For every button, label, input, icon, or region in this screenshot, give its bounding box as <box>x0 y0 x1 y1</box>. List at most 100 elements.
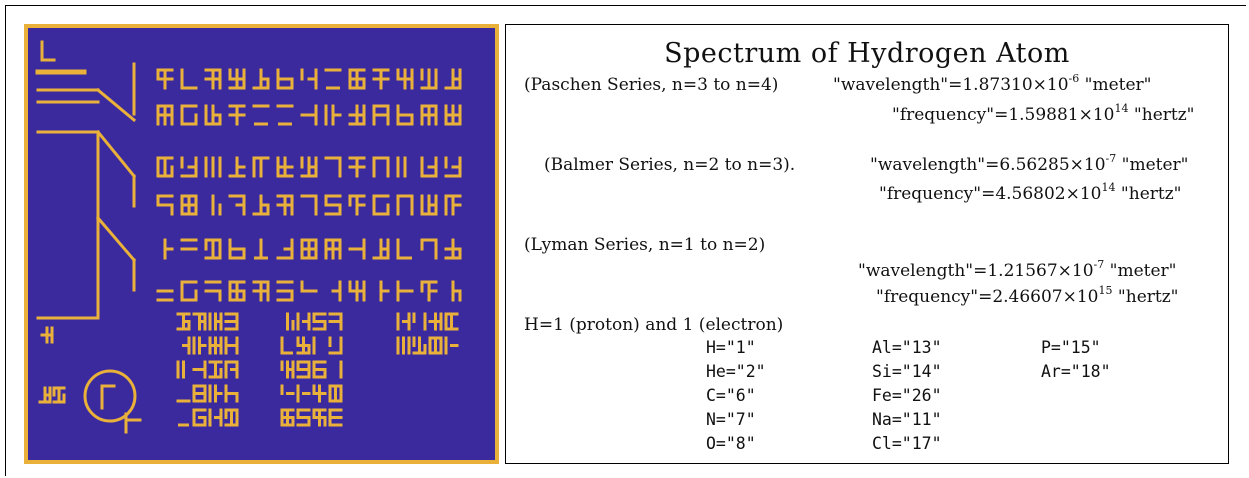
element-o: O="8" <box>706 434 756 453</box>
glyph-row2-13 <box>444 104 462 126</box>
glyph-row1-6 <box>276 68 294 90</box>
element-c: C="6" <box>706 386 756 405</box>
element-n: N="7" <box>706 410 756 429</box>
glyph-row6-11 <box>396 280 414 302</box>
glyph-row2-9 <box>348 104 366 126</box>
glyph-row3-9 <box>348 156 366 178</box>
glyph-row4-6 <box>276 194 294 216</box>
glyph-row3-1 <box>156 156 174 178</box>
glyph-row4-1 <box>156 194 174 216</box>
atom-circle-icon <box>83 369 137 423</box>
glyph-row1-2 <box>180 68 198 90</box>
glyph-row6-2 <box>180 280 198 302</box>
glyph-table-b0-1 <box>296 312 311 331</box>
glyph-row2-8 <box>324 104 342 126</box>
glyph-table-c0-0 <box>396 312 411 331</box>
glyph-row5-3 <box>204 238 222 260</box>
glyph-table-c0-1 <box>412 312 427 331</box>
series-name-lyman: (Lyman Series, n=1 to n=2) <box>524 235 766 255</box>
element-p: P="15" <box>1041 338 1101 357</box>
transition-diag-1 <box>95 87 137 123</box>
glyph-row1-13 <box>444 68 462 90</box>
glyph-row1-9 <box>348 68 366 90</box>
atom-note: H=1 (proton) and 1 (electron) <box>524 315 784 335</box>
glyph-table-b3-1 <box>296 384 311 403</box>
glyph-table-b4-0 <box>280 408 295 427</box>
glyph-illustration <box>35 40 462 434</box>
glyph-table-a3-1 <box>192 384 207 403</box>
glyph-row1-8 <box>324 68 342 90</box>
glyph-row2-11 <box>396 104 414 126</box>
glyph-row3-4 <box>228 156 246 178</box>
wavelength-lyman: "wavelength"=1.21567×10-7 "meter" <box>858 258 1177 281</box>
glyph-row3-7 <box>300 156 318 178</box>
glyph-table-a2-3 <box>224 360 239 379</box>
glyph-atom-label-1 <box>38 386 52 404</box>
glyph-table-b0-0 <box>286 312 295 331</box>
glyph-row2-6 <box>276 104 294 126</box>
glyph-row3-11 <box>396 156 407 178</box>
glyph-row1-11 <box>396 68 414 90</box>
glyph-table-b4-2 <box>312 408 327 427</box>
glyph-table-b0-2 <box>312 312 327 331</box>
element-cl: Cl="17" <box>872 434 942 453</box>
glyph-table-a2-1 <box>192 360 207 379</box>
wavelength-balmer: "wavelength"=6.56285×10-7 "meter" <box>870 152 1189 175</box>
glyph-table-b1-0 <box>280 336 293 355</box>
glyph-table-b1-3 <box>328 336 343 355</box>
glyph-row3-13 <box>444 156 462 178</box>
glyph-table-c0-3 <box>444 312 459 331</box>
element-al: Al="13" <box>872 338 942 357</box>
glyph-table-a4-2 <box>208 408 223 427</box>
wavelength-paschen: "wavelength"=1.87310×10-6 "meter" <box>833 72 1152 95</box>
series-name-balmer: (Balmer Series, n=2 to n=3). <box>544 155 796 175</box>
element-ar: Ar="18" <box>1041 362 1111 381</box>
glyph-table-a3-2 <box>208 384 223 403</box>
glyph-table-a1-0 <box>182 336 191 355</box>
glyph-table-c1-2 <box>428 336 443 355</box>
glyph-table-a4-3 <box>224 408 239 427</box>
glyph-row4-4 <box>228 194 246 216</box>
page-title: Spectrum of Hydrogen Atom <box>664 38 1070 69</box>
glyph-row6-3 <box>204 280 222 302</box>
glyph-table-a1-2 <box>208 336 223 355</box>
glyph-table-a0-2 <box>208 312 223 331</box>
glyph-row4-8 <box>324 194 342 216</box>
series-name-paschen: (Paschen Series, n=3 to n=4) <box>524 75 779 95</box>
glyph-table-c1-1 <box>412 336 427 355</box>
glyph-row2-2 <box>180 104 198 126</box>
glyph-table-b3-0 <box>280 384 295 395</box>
glyph-row6-5 <box>252 280 270 302</box>
glyph-row4-11 <box>396 194 414 216</box>
glyph-table-a2-0 <box>176 360 185 379</box>
glyph-row5-7 <box>300 238 318 260</box>
glyph-row4-10 <box>372 194 390 216</box>
glyph-table-a3-3 <box>224 384 239 403</box>
glyph-row4-9 <box>348 194 366 216</box>
glyph-table-b1-1 <box>296 336 311 355</box>
glyph-row5-1 <box>163 238 174 260</box>
glyph-row2-4 <box>228 104 246 126</box>
glyph-row3-5 <box>252 156 270 178</box>
glyph-row5-5 <box>254 238 268 260</box>
transition-diag-3 <box>95 215 137 263</box>
glyph-table-b2-1 <box>296 360 311 379</box>
glyph-row5-4 <box>228 238 246 260</box>
glyph-table-a0-1 <box>192 312 207 331</box>
transition-diag-2 <box>95 129 137 179</box>
glyph-table-a4-1 <box>192 408 207 427</box>
glyph-row4-13 <box>444 194 462 216</box>
glyph-table-b0-3 <box>328 312 343 331</box>
glyph-row6-1 <box>156 289 174 302</box>
glyph-row3-10 <box>372 156 390 178</box>
frequency-paschen: "frequency"=1.59881×1014 "hertz" <box>892 102 1195 125</box>
glyph-table-a2-2 <box>208 360 223 379</box>
glyph-table-b3-2 <box>312 384 327 403</box>
glyph-row3-2 <box>180 156 198 178</box>
glyph-table-c1-0 <box>396 336 411 355</box>
glyph-row5-13 <box>444 238 462 260</box>
glyph-row1-5 <box>252 68 270 90</box>
glyph-row1-1 <box>156 68 174 90</box>
glyph-row1-3 <box>204 68 222 90</box>
glyph-table-a0-0 <box>176 312 191 331</box>
